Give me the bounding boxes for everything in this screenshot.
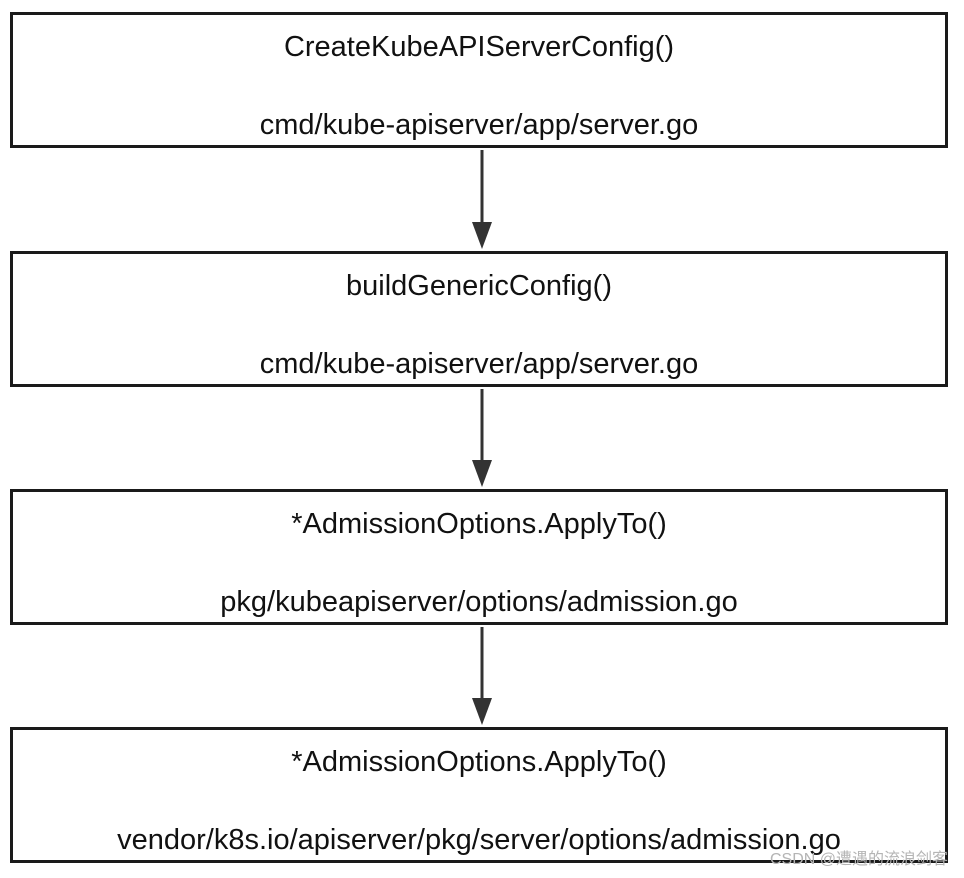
- node-file-path: cmd/kube-apiserver/app/server.go: [259, 348, 699, 380]
- arrow-1-to-2: [472, 150, 492, 249]
- call-node-admission-options-apply-to-kubeapiserver: *AdmissionOptions.ApplyTo() pkg/kubeapis…: [10, 489, 948, 625]
- node-file-path: pkg/kubeapiserver/options/admission.go: [220, 586, 738, 618]
- node-function-label: CreateKubeAPIServerConfig(): [283, 31, 675, 63]
- node-function-label: buildGenericConfig(): [346, 270, 612, 302]
- call-node-build-generic-config: buildGenericConfig() cmd/kube-apiserver/…: [10, 251, 948, 387]
- call-node-create-kube-apiserver-config: CreateKubeAPIServerConfig() cmd/kube-api…: [10, 12, 948, 148]
- arrow-3-to-4: [472, 627, 492, 725]
- node-function-label: *AdmissionOptions.ApplyTo(): [291, 508, 667, 540]
- watermark: CSDN @遭遇的流浪剑客: [769, 851, 948, 868]
- node-file-path: cmd/kube-apiserver/app/server.go: [259, 109, 699, 141]
- node-file-path: vendor/k8s.io/apiserver/pkg/server/optio…: [117, 824, 841, 856]
- arrow-2-to-3: [472, 389, 492, 487]
- node-function-label: *AdmissionOptions.ApplyTo(): [291, 746, 667, 778]
- call-node-admission-options-apply-to-vendor: *AdmissionOptions.ApplyTo() vendor/k8s.i…: [10, 727, 948, 863]
